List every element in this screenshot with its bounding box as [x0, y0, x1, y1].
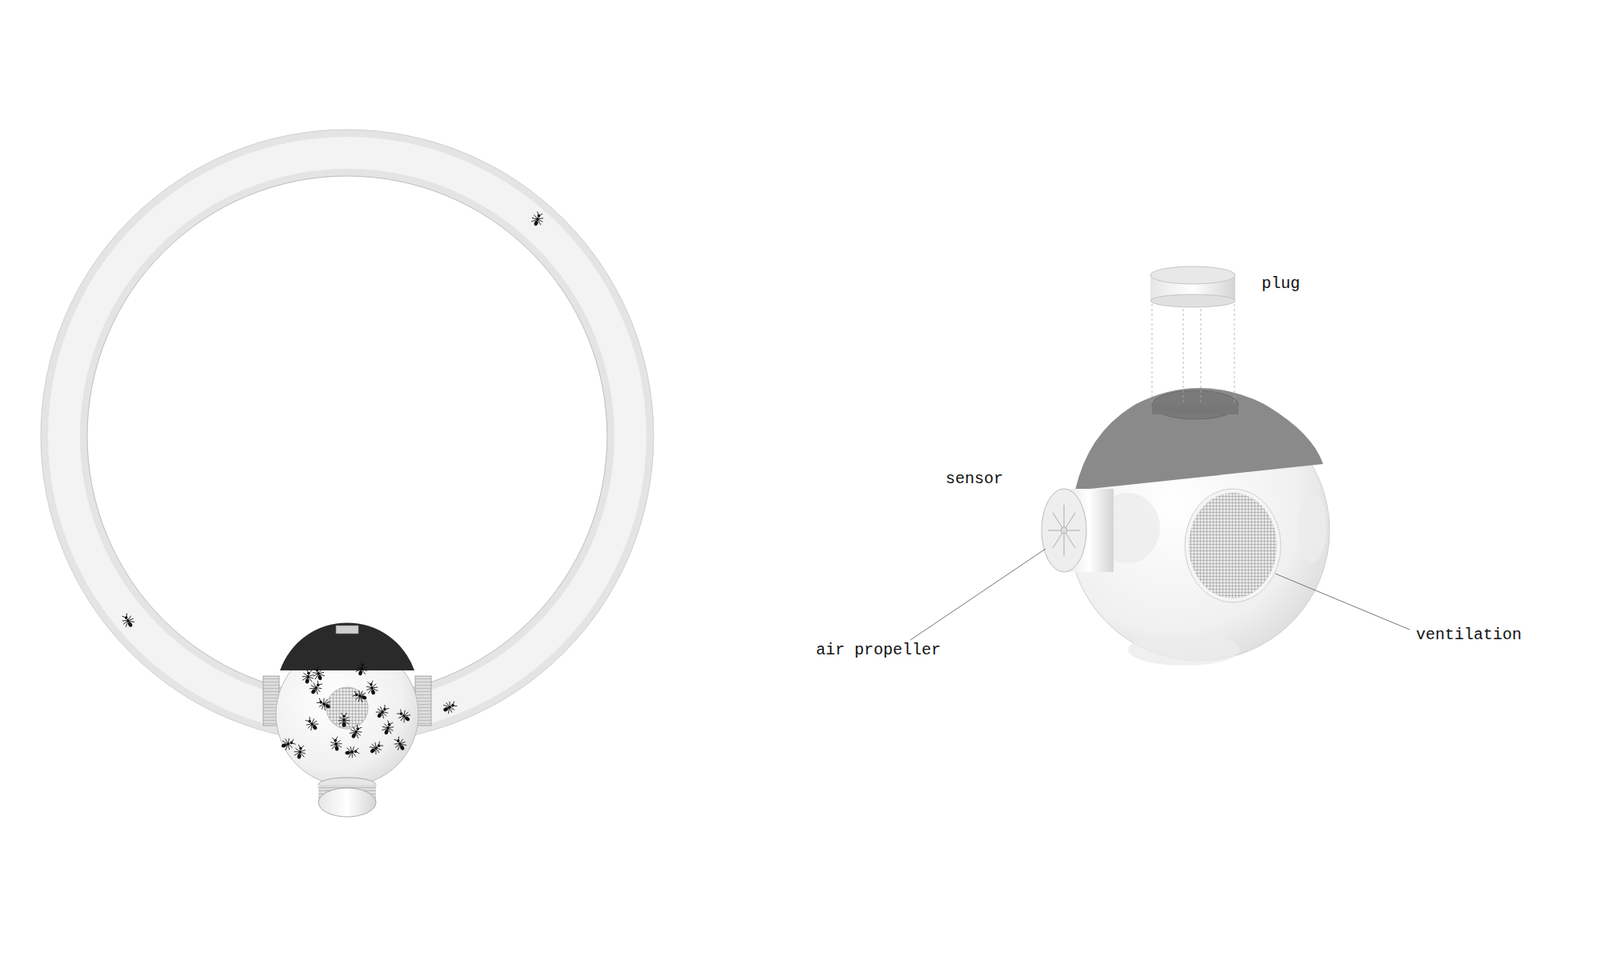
ant — [367, 739, 386, 757]
ant — [315, 695, 333, 712]
part-label: sensor — [944, 470, 1005, 488]
part-label: ventilation — [1414, 626, 1524, 644]
ant — [328, 736, 343, 752]
ant — [303, 714, 321, 733]
ant — [292, 744, 307, 760]
ant — [373, 702, 392, 721]
ant — [338, 712, 350, 728]
ant — [394, 707, 413, 725]
ant — [347, 723, 364, 741]
ant — [364, 679, 380, 696]
ant — [529, 210, 546, 228]
ant — [344, 744, 360, 759]
ant — [307, 678, 325, 697]
ant — [351, 688, 369, 704]
ant — [279, 736, 297, 752]
ant — [119, 612, 136, 630]
ant — [354, 660, 369, 677]
part-label: air propeller — [814, 641, 943, 660]
ant — [391, 735, 408, 753]
ant — [310, 664, 327, 683]
ant — [300, 668, 315, 685]
ant — [440, 698, 459, 716]
ant — [380, 719, 396, 737]
part-label: plug — [1260, 275, 1302, 293]
